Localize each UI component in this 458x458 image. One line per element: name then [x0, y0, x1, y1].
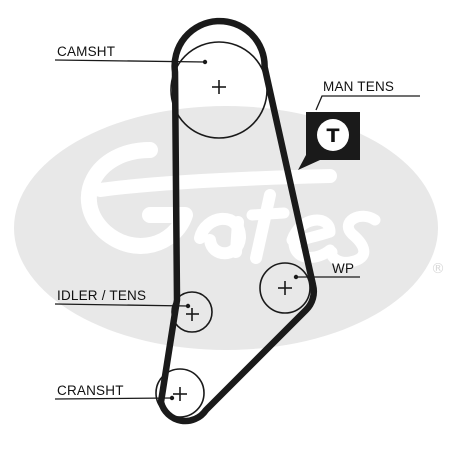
crankshaft-pulley — [155, 368, 205, 418]
leader-crankshaft — [54, 397, 173, 400]
label-man-tens: MAN TENS — [323, 79, 394, 94]
anchor-dot-crankshaft — [169, 395, 175, 401]
plus-icon — [186, 308, 199, 321]
anchor-dot-idler — [185, 303, 191, 309]
t-circle-icon: T — [298, 112, 360, 170]
idler-tensioner-pulley — [171, 291, 213, 333]
label-wp: WP — [332, 261, 354, 276]
gates-watermark: ® — [14, 106, 445, 350]
water-pump-pulley — [259, 262, 311, 314]
anchor-dot-wp — [293, 274, 299, 280]
watermark-script — [80, 142, 381, 268]
watermark-oval — [14, 106, 438, 350]
leader-camshaft — [54, 59, 206, 63]
label-crankshaft: CRANSHT — [57, 383, 124, 398]
label-camshaft: CAMSHT — [57, 44, 115, 59]
leader-man-tens — [315, 95, 420, 111]
leader-lines — [54, 59, 420, 400]
tensioner-glyph: T — [327, 125, 340, 147]
leader-idler — [54, 303, 189, 307]
camshaft-pulley — [170, 41, 268, 139]
registered-mark: ® — [431, 261, 445, 277]
anchor-dot-camshaft — [202, 59, 208, 65]
plus-icon — [173, 387, 187, 401]
label-idler-tens: IDLER / TENS — [57, 288, 146, 303]
timing-belt — [157, 17, 318, 425]
plus-icon — [278, 281, 292, 295]
plus-icon — [212, 80, 226, 94]
